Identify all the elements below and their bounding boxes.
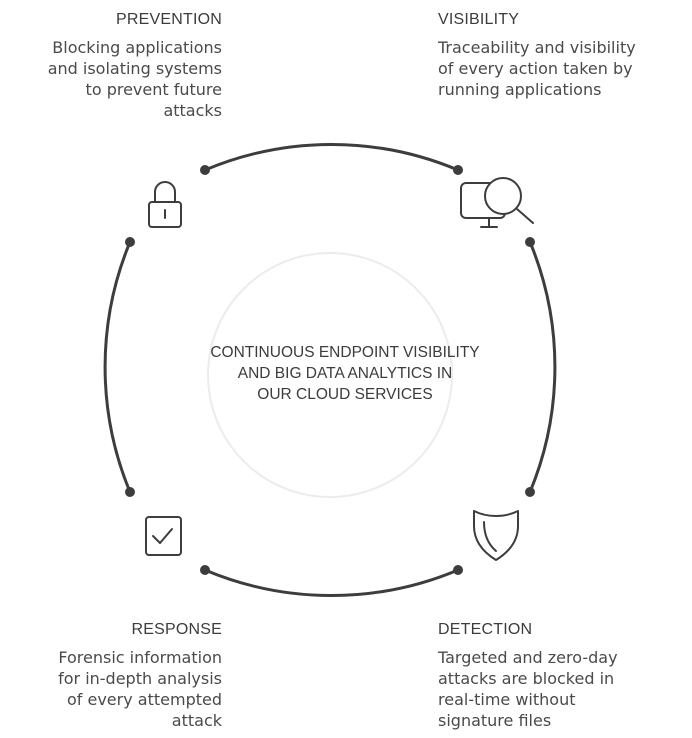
detection-title: DETECTION <box>438 621 533 638</box>
arc-bottom-end-dot <box>200 565 210 575</box>
shield-icon <box>473 510 519 561</box>
lock-icon <box>148 181 182 228</box>
arc-top <box>203 142 460 172</box>
arc-right-end-dot <box>525 487 535 497</box>
arc-top-end-dot <box>453 165 463 175</box>
inner-circle <box>207 252 453 498</box>
response-block: RESPONSE Forensic information for in-dep… <box>0 620 222 731</box>
monitor-magnifier-icon <box>460 177 534 228</box>
response-title: RESPONSE <box>131 621 222 638</box>
prevention-title: PREVENTION <box>115 11 222 28</box>
visibility-description: Traceability and visibility of every act… <box>438 38 636 99</box>
detection-description: Targeted and zero-day attacks are blocke… <box>438 648 618 730</box>
detection-block: DETECTION Targeted and zero-day attacks … <box>438 620 692 731</box>
prevention-description: Blocking applications and isolating syst… <box>47 38 222 120</box>
visibility-title: VISIBILITY <box>438 11 520 28</box>
visibility-block: VISIBILITY Traceability and visibility o… <box>438 10 692 100</box>
prevention-block: PREVENTION Blocking applications and iso… <box>0 10 222 121</box>
arc-bottom <box>203 568 460 598</box>
center-caption: CONTINUOUS ENDPOINT VISIBILITY AND BIG D… <box>210 344 480 403</box>
arc-bottom-start-dot <box>453 565 463 575</box>
arc-right-start-dot <box>525 237 535 247</box>
response-description: Forensic information for in-depth analys… <box>58 648 222 730</box>
arc-left-start-dot <box>125 487 135 497</box>
arc-top-start-dot <box>200 165 210 175</box>
checkbox-icon <box>145 516 182 556</box>
arc-right <box>528 240 557 494</box>
arc-left <box>103 240 132 494</box>
arc-left-end-dot <box>125 237 135 247</box>
